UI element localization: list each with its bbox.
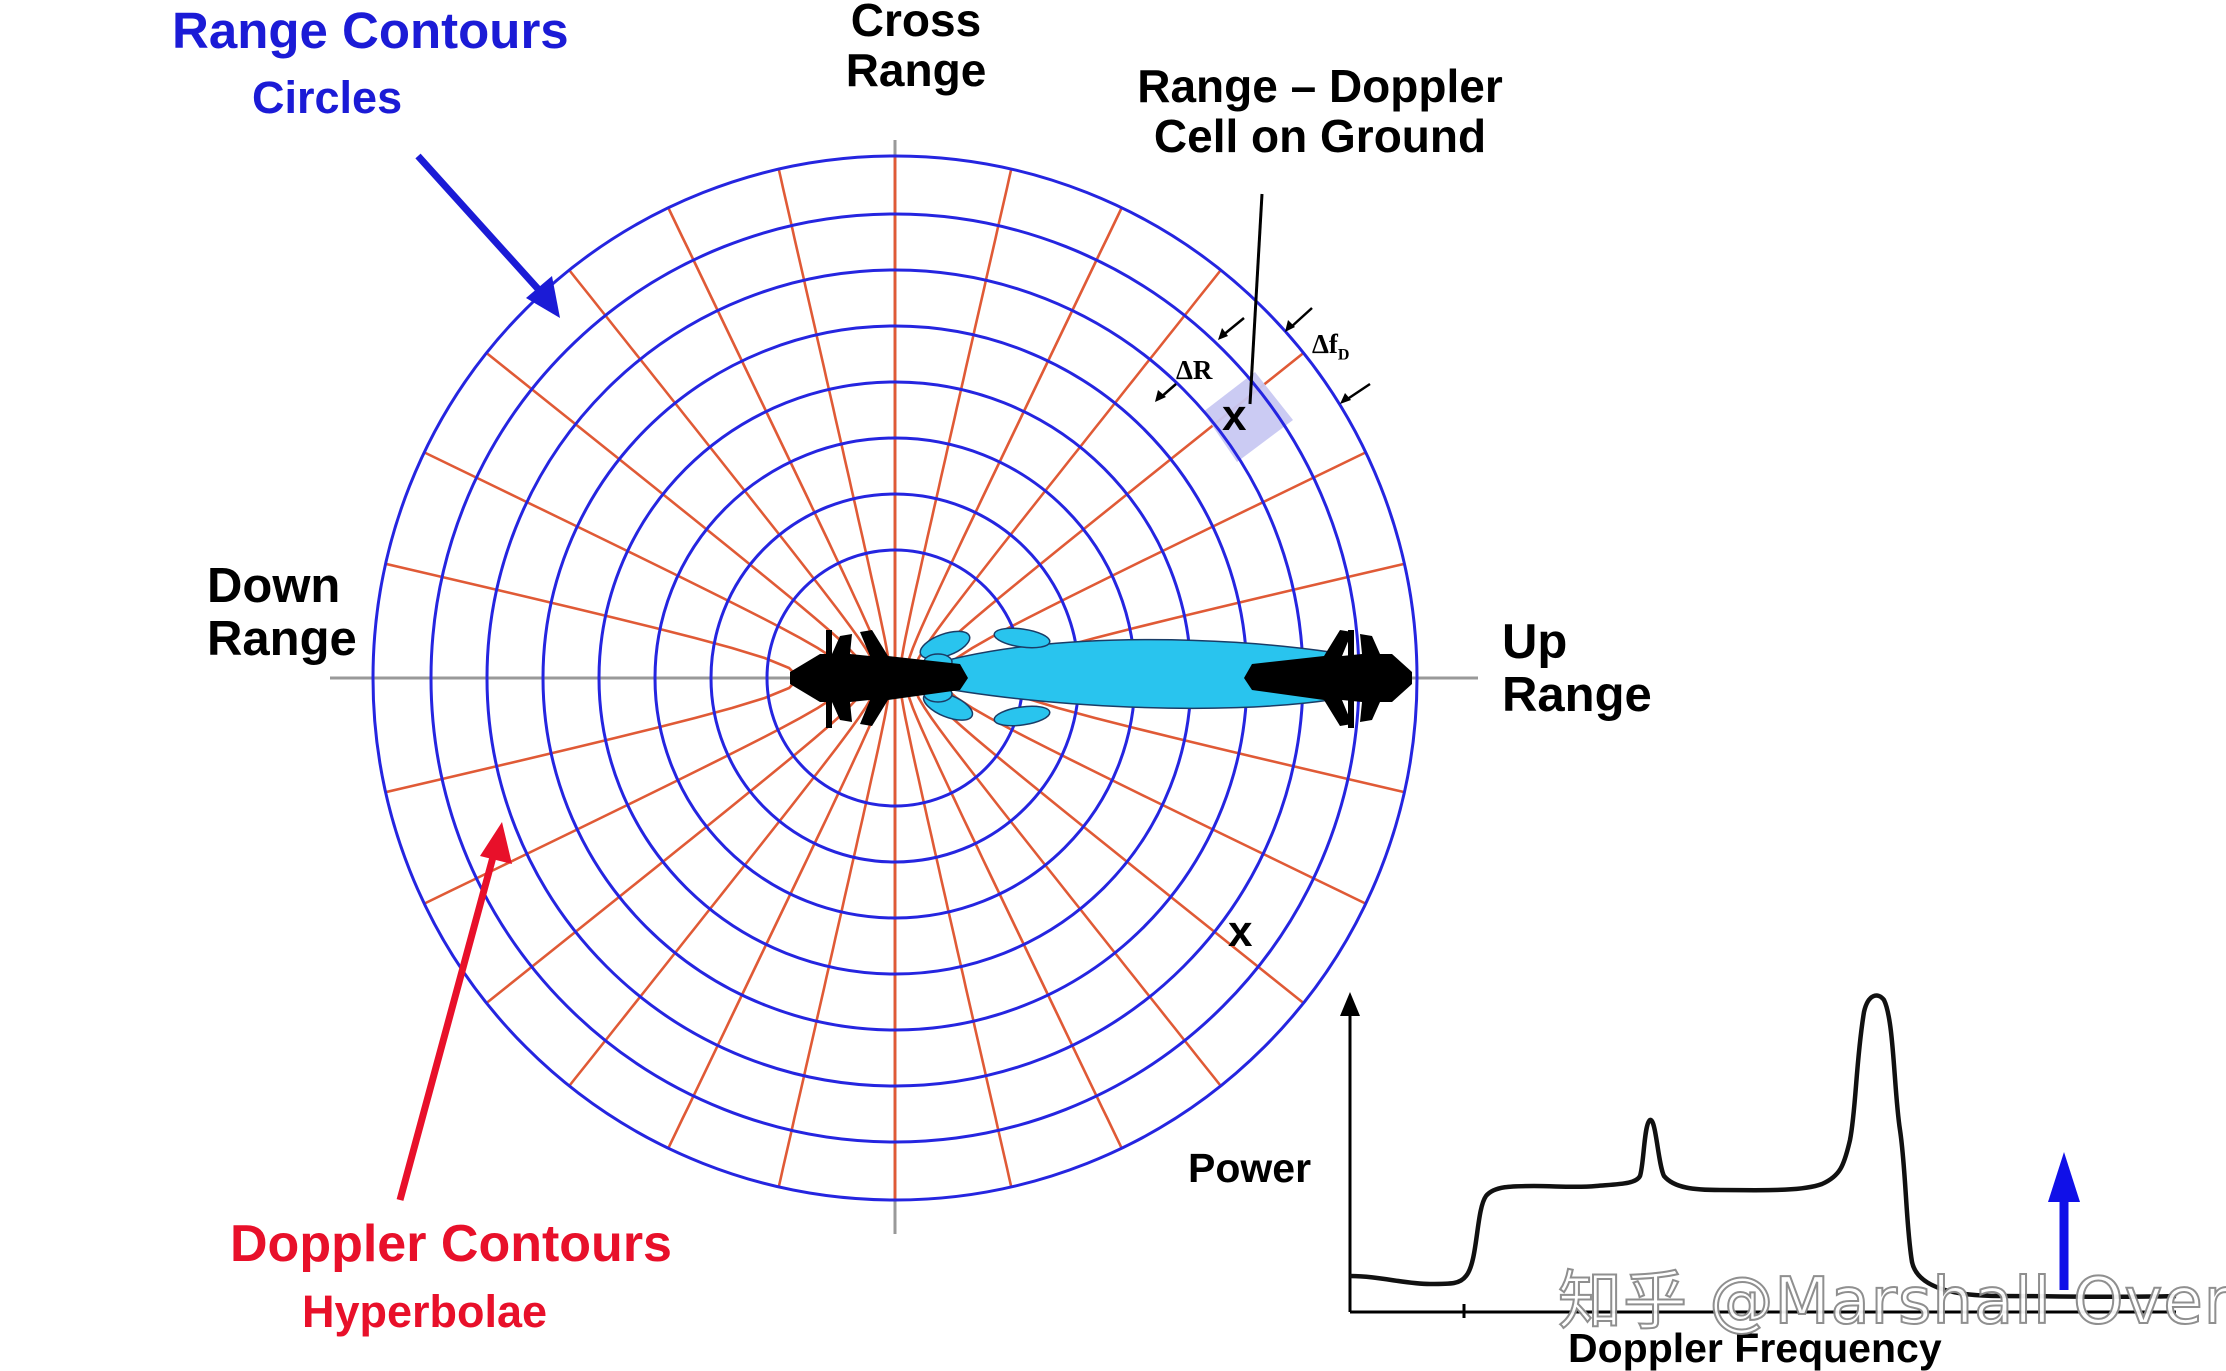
second-cell-marker: x bbox=[1228, 907, 1253, 956]
cell-marker: x bbox=[1222, 391, 1247, 440]
doppler-contours-title: Doppler Contours bbox=[230, 1215, 672, 1273]
range-doppler-line-2: Cell on Ground bbox=[1153, 109, 1487, 162]
spectrum-axes bbox=[1340, 992, 2176, 1318]
range-contours-title: Range Contours bbox=[172, 2, 569, 59]
cross-range-label: Cross Range bbox=[826, 0, 1006, 95]
cell-pointer bbox=[1248, 193, 1264, 405]
power-axis-label: Power bbox=[1188, 1145, 1312, 1191]
watermark: 知乎 @Marshall Over bbox=[1557, 1264, 2226, 1340]
hyperbolae-subtitle: Hyperbolae bbox=[302, 1286, 548, 1337]
doppler-frequency-axis-label: Doppler Frequency bbox=[1568, 1325, 1942, 1371]
antenna-beam-icon bbox=[919, 627, 1346, 727]
range-doppler-cell-label: Range – Doppler Cell on Ground bbox=[1090, 60, 1550, 162]
range-doppler-line-1: Range – Doppler bbox=[1137, 60, 1503, 112]
range-contours-pointer bbox=[415, 153, 560, 318]
up-range-label: Up Range bbox=[1502, 616, 1652, 722]
delta-fd-text: Δf bbox=[1312, 329, 1338, 359]
cross-range-line-2: Range bbox=[845, 43, 987, 96]
up-range-line-2: Range bbox=[1502, 667, 1652, 722]
circles-subtitle: Circles bbox=[252, 72, 403, 123]
range-circle-8 bbox=[371, 154, 1419, 1202]
cross-range-line-1: Cross bbox=[850, 0, 982, 46]
blue-up-arrow-icon bbox=[2048, 1152, 2080, 1290]
delta-marker-arrows bbox=[1155, 307, 1371, 404]
doppler-contours-pointer bbox=[396, 822, 512, 1201]
down-range-line-2: Range bbox=[207, 611, 357, 666]
delta-fd-label: ΔfD bbox=[1312, 329, 1350, 364]
aircraft-icon-left bbox=[790, 630, 968, 728]
aircraft-icon-right bbox=[1244, 630, 1412, 728]
up-range-line-1: Up bbox=[1502, 615, 1568, 669]
delta-fd-subscript: D bbox=[1337, 346, 1350, 364]
doppler-spectrum-curve bbox=[1349, 993, 2177, 1300]
delta-r-label: ΔR bbox=[1176, 355, 1213, 385]
down-range-label: Down Range bbox=[207, 560, 357, 666]
down-range-line-1: Down bbox=[207, 559, 341, 613]
